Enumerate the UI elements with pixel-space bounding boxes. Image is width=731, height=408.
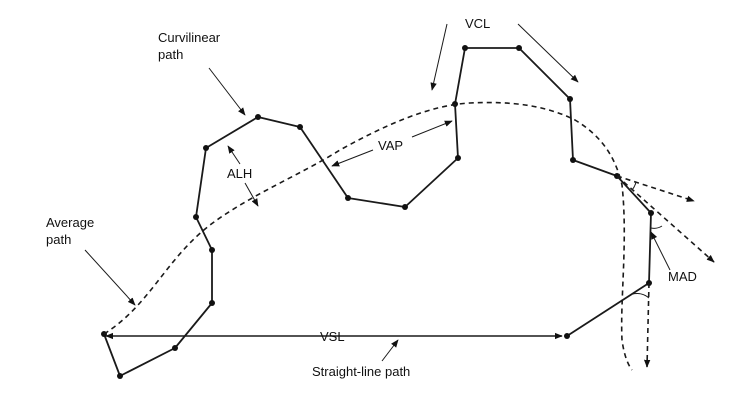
mad-label: MAD — [668, 269, 697, 284]
straight-line-path-label: Straight-line path — [312, 364, 410, 379]
mad-direction-arrow-2 — [616, 175, 715, 263]
curvilinear-points — [101, 45, 654, 379]
vcl-pointer-right — [517, 23, 579, 83]
vcl-label: VCL — [465, 16, 490, 31]
vap-pointer-right — [411, 120, 453, 138]
average-label-line1: Average — [46, 215, 94, 230]
mad-angle-arc-3 — [632, 293, 650, 299]
average-label-line2: path — [46, 232, 71, 247]
alh-label: ALH — [227, 166, 252, 181]
vap-label: VAP — [378, 138, 403, 153]
vap-pointer-left — [331, 149, 374, 167]
curvilinear-label-line1: Curvilinear — [158, 30, 221, 45]
straight-line-pointer — [381, 339, 399, 362]
mad-pointer — [650, 231, 671, 271]
vcl-pointer-left — [430, 23, 448, 91]
mad-direction-arrow-3 — [643, 282, 651, 368]
average-pointer — [84, 249, 136, 306]
alh-pointer-bottom — [244, 182, 259, 207]
average-path — [103, 101, 633, 371]
curvilinear-pointer — [208, 67, 246, 116]
mad-direction-arrow-1 — [616, 175, 695, 202]
vsl-label: VSL — [320, 329, 345, 344]
curvilinear-label-line2: path — [158, 47, 183, 62]
mad-angle-arc-1 — [631, 181, 637, 191]
alh-pointer-top — [227, 145, 241, 165]
mad-angle-arc-2 — [650, 225, 663, 229]
